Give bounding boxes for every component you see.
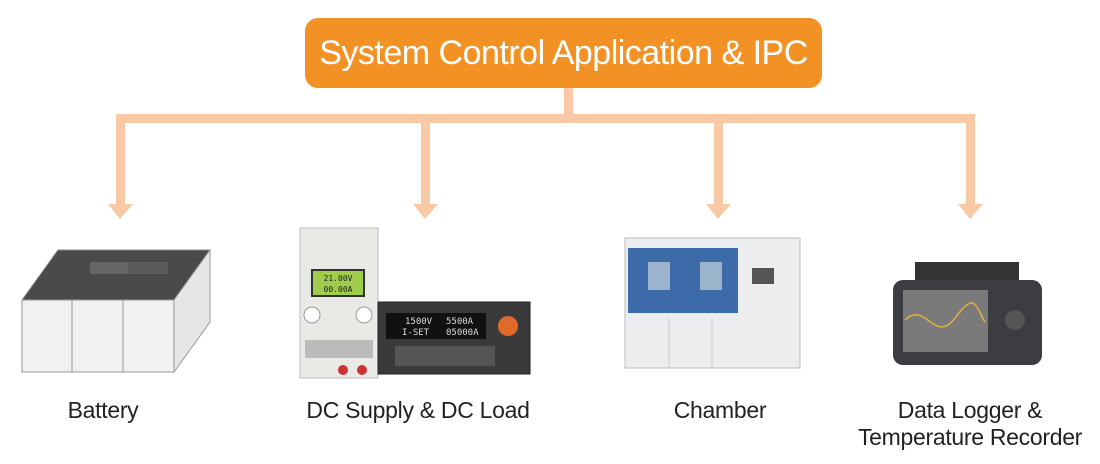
data-logger-label-line2: Temperature Recorder [857, 424, 1083, 450]
data-logger-label: Data Logger & Temperature Recorder [840, 397, 1100, 451]
load-voltage-display: 1500V [405, 317, 433, 327]
chamber-image [624, 237, 801, 369]
data-logger-image [893, 262, 1042, 365]
load-current-display: 5500A [446, 317, 474, 327]
chamber-label: Chamber [673, 397, 767, 423]
arrow-chamber [706, 114, 731, 219]
battery-image [21, 248, 211, 374]
system-control-title: System Control Application & IPC [305, 18, 822, 88]
battery-label: Battery [67, 397, 139, 423]
arrow-logger [958, 114, 983, 219]
arrow-battery [108, 114, 133, 219]
dc-supply-image: 21.00V 00.00A [299, 227, 379, 379]
arrow-dc [413, 114, 438, 219]
dc-supply-load-label: DC Supply & DC Load [306, 397, 530, 423]
supply-voltage-display: 21.00V [324, 274, 353, 283]
data-logger-label-line1: Data Logger & [897, 397, 1043, 423]
supply-current-display: 00.00A [324, 285, 353, 294]
dc-load-image: 1500V 5500A I-SET 05000A [377, 301, 531, 375]
load-iset-label: I-SET [402, 328, 430, 338]
horizontal-connector [116, 114, 974, 123]
stem-connector [564, 86, 573, 120]
load-iset-display: 05000A [446, 328, 479, 338]
